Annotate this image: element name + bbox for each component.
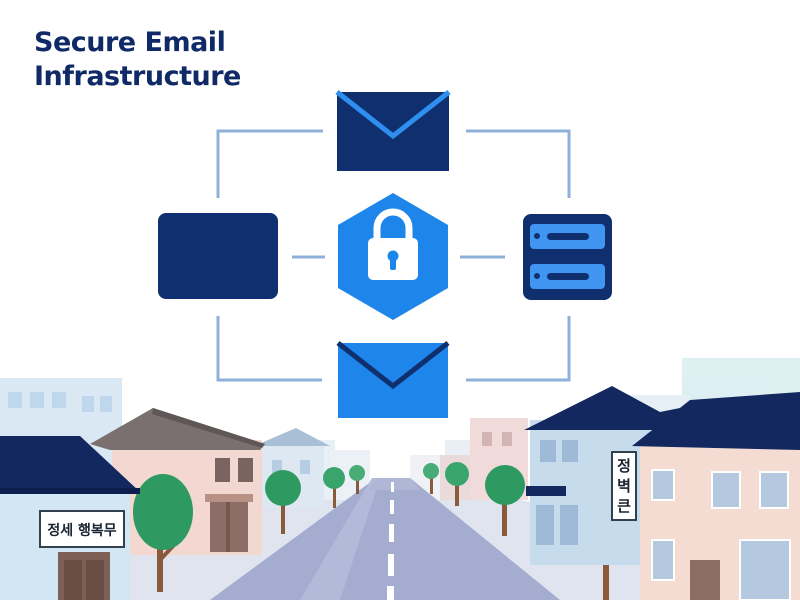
connector-bottom-left [216, 316, 322, 382]
sign-right-char-2: 벽 [617, 477, 631, 495]
title-line-2: Infrastructure [34, 61, 241, 92]
diagram-connectors [216, 129, 571, 382]
street-scene: 정세 행복무 [0, 358, 800, 600]
email-envelope-top-icon [335, 90, 451, 171]
sign-right-char-1: 정 [617, 457, 631, 475]
connector-bottom-right [466, 316, 571, 382]
page-title: Secure Email Infrastructure [34, 26, 241, 94]
security-hub [338, 193, 448, 320]
road-markings [387, 482, 394, 600]
sign-left-text: 정세 행복무 [47, 522, 116, 539]
client-box [158, 213, 278, 299]
sign-left: 정세 행복무 [39, 510, 125, 548]
house-right-front [632, 392, 800, 600]
email-envelope-bottom-icon [336, 341, 450, 418]
trees-left [133, 465, 365, 592]
house-right-mid [524, 386, 690, 565]
sign-right: 정 벽 큰 [611, 451, 637, 521]
padlock-icon [368, 208, 418, 280]
connector-top-right [466, 129, 571, 198]
server-stack-icon [523, 214, 612, 300]
road [210, 478, 560, 600]
title-line-1: Secure Email [34, 27, 226, 58]
sign-right-char-3: 큰 [617, 497, 631, 515]
connector-top-left [216, 129, 323, 198]
